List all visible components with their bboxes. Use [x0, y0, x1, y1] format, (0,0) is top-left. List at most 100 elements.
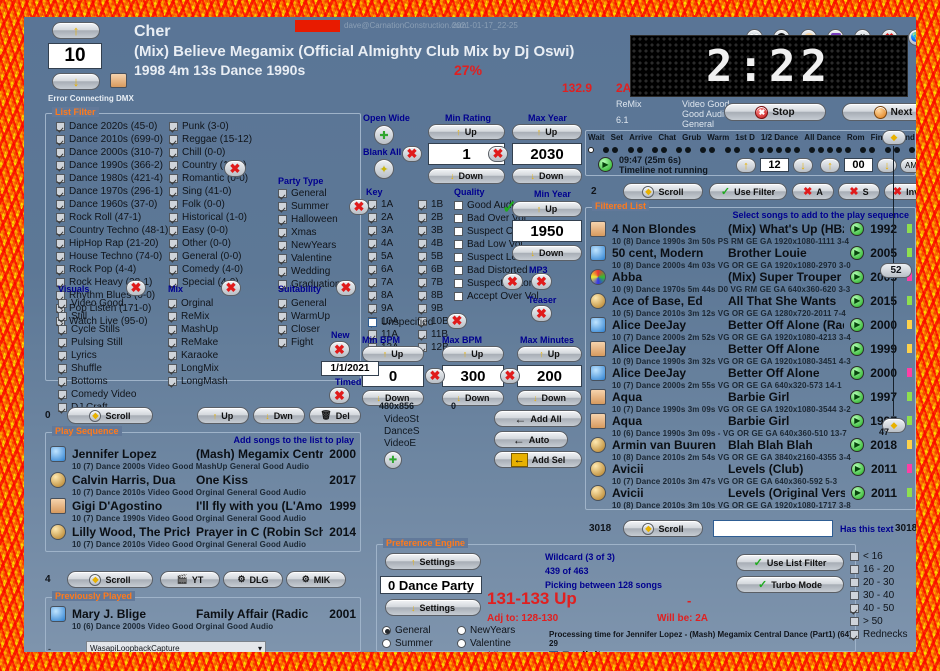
scroll-up-button[interactable]: ◆	[882, 130, 906, 145]
mp3-clear-button[interactable]: ✖	[531, 273, 552, 290]
timeline-dot[interactable]	[627, 146, 634, 153]
age-checkbox-6[interactable]: Rednecks	[850, 628, 916, 641]
age-checkbox-5[interactable]: > 50	[850, 615, 916, 628]
genre-checkbox-9[interactable]: HipHop Rap (21-20)	[56, 237, 168, 250]
timeline-dot-group-8[interactable]	[809, 146, 852, 153]
key-checkbox-4A[interactable]: 4A	[368, 237, 418, 250]
key-checkbox-5A[interactable]: 5A	[368, 250, 418, 263]
min-year-up-button[interactable]: ↑Up	[512, 201, 582, 217]
age-checkbox-2[interactable]: 20 - 30	[850, 576, 916, 589]
genre-checkbox-5[interactable]: Dance 1970s (296-1)	[56, 185, 168, 198]
play-icon[interactable]: ▶	[850, 341, 865, 356]
timeline-dot[interactable]	[709, 146, 716, 153]
globe-icon[interactable]: 🌎	[908, 29, 916, 46]
play-icon[interactable]: ▶	[850, 269, 865, 284]
genre-checkbox-3[interactable]: Dance 1990s (366-2)	[56, 159, 168, 172]
timeline-dot-group-11[interactable]	[908, 146, 915, 153]
timeline-dot[interactable]	[733, 146, 740, 153]
suitability-checkbox-0[interactable]: General	[278, 297, 368, 310]
visual-checkbox-0[interactable]: Video Good	[58, 297, 168, 310]
genre2-checkbox-12[interactable]: Special (4-0)	[169, 276, 281, 289]
play-sequence-delete-button[interactable]: 🗑Del	[309, 407, 361, 424]
suitability-checkbox-2[interactable]: Closer	[278, 323, 368, 336]
quality-checkbox-6[interactable]: Suspect Distort	[454, 277, 566, 290]
max-minutes-field[interactable]: 200	[517, 365, 582, 387]
key-checkbox-8A[interactable]: 8A	[368, 289, 418, 302]
use-list-filter-button[interactable]: ✓Use List Filter	[736, 554, 844, 571]
pref-radio-right-1[interactable]: Valentine	[457, 637, 547, 650]
key-checkbox-4B[interactable]: 4B	[418, 237, 468, 250]
play-sequence-up-button[interactable]: ↑Up	[197, 407, 249, 424]
timeline-dot[interactable]	[869, 146, 876, 153]
visual-checkbox-7[interactable]: Comedy Video	[58, 388, 168, 401]
timeline-dot[interactable]	[908, 146, 915, 153]
right-scrollbar[interactable]: ◆ 52 ◆	[880, 130, 912, 433]
mix-checkbox-2[interactable]: MashUp	[168, 323, 268, 336]
visuals-clear-button[interactable]: ✖	[126, 280, 146, 296]
unspecified-key-checkbox[interactable]: Unspecified	[368, 316, 433, 329]
genre-checkbox-12[interactable]: Rock Heavy (28-1)	[56, 276, 168, 289]
min-bpm-down-button[interactable]: ↓Down	[362, 390, 424, 406]
timeline-dot[interactable]	[724, 146, 731, 153]
timeline-dot[interactable]	[676, 146, 683, 153]
timeline-dot[interactable]	[884, 146, 891, 153]
genre-checkbox-1[interactable]: Dance 2010s (699-0)	[56, 133, 168, 146]
timeline-dot[interactable]	[827, 146, 834, 153]
timeline-dot-group-3[interactable]	[651, 146, 667, 153]
pref-radio-left-1[interactable]: Summer	[382, 637, 454, 650]
filtered-search-input[interactable]	[713, 520, 833, 537]
quality-checkbox-1[interactable]: Bad Over Vol	[454, 212, 566, 225]
filtered-bottom-scroll-button[interactable]: ◆Scroll	[623, 520, 703, 537]
genre2-checkbox-7[interactable]: Historical (1-0)	[169, 211, 281, 224]
quality-clear-button[interactable]: ✖	[502, 273, 523, 290]
key-clear-button[interactable]: ✖	[447, 313, 467, 329]
party-checkbox-5[interactable]: Valentine	[278, 252, 358, 265]
auto-button[interactable]: ←Auto	[494, 431, 568, 448]
timeline-dot-group-1[interactable]	[603, 146, 619, 153]
genre2-checkbox-9[interactable]: Other (0-0)	[169, 237, 281, 250]
visual-checkbox-1[interactable]: Still	[58, 310, 168, 323]
key-checkbox-2B[interactable]: 2B	[418, 211, 468, 224]
header-up-button[interactable]: ↑	[52, 22, 100, 39]
minute-up-button[interactable]: ↑	[820, 158, 840, 173]
play-icon[interactable]: ▶	[850, 485, 865, 500]
timeline-dot-group-0[interactable]	[588, 146, 594, 153]
timeline-dot[interactable]	[793, 146, 800, 153]
timeline-dot[interactable]	[784, 146, 791, 153]
play-icon[interactable]: ▶	[850, 437, 865, 452]
timeline-dot-group-5[interactable]	[700, 146, 716, 153]
min-year-down-button[interactable]: ↓Down	[512, 245, 582, 261]
suitability-checkbox-3[interactable]: Fight	[278, 336, 368, 349]
key-checkbox-5B[interactable]: 5B	[418, 250, 468, 263]
key-checkbox-3A[interactable]: 3A	[368, 224, 418, 237]
play-icon[interactable]: ▶	[850, 221, 865, 236]
timeline-dot-group-7[interactable]	[748, 146, 800, 153]
pref-radio-right-2[interactable]: Wedding	[457, 650, 547, 652]
max-year-up-button[interactable]: ↑Up	[512, 124, 582, 140]
key-checkbox-6B[interactable]: 6B	[418, 263, 468, 276]
min-rating-clear-button[interactable]: ✖	[402, 146, 422, 162]
genre2-checkbox-3[interactable]: Country (16-1)	[169, 159, 281, 172]
mix-checkbox-4[interactable]: Karaoke	[168, 349, 268, 362]
next-button[interactable]: Next	[842, 103, 916, 121]
scroll-thumb[interactable]: 52	[880, 263, 912, 278]
max-minutes-down-button[interactable]: ↓Down	[517, 390, 582, 406]
timeline-dot[interactable]	[845, 146, 852, 153]
genre-checkbox-0[interactable]: Dance 2020s (45-0)	[56, 120, 168, 133]
quality-checkbox-2[interactable]: Suspect Over	[454, 225, 566, 238]
genre2-checkbox-2[interactable]: Chill (0-0)	[169, 146, 281, 159]
timeline-dot[interactable]	[700, 146, 707, 153]
age-checkbox-1[interactable]: 16 - 20	[850, 563, 916, 576]
timeline-dot[interactable]	[603, 146, 610, 153]
timeline-dot-group-4[interactable]	[676, 146, 692, 153]
mix-checkbox-0[interactable]: Orginal	[168, 297, 268, 310]
